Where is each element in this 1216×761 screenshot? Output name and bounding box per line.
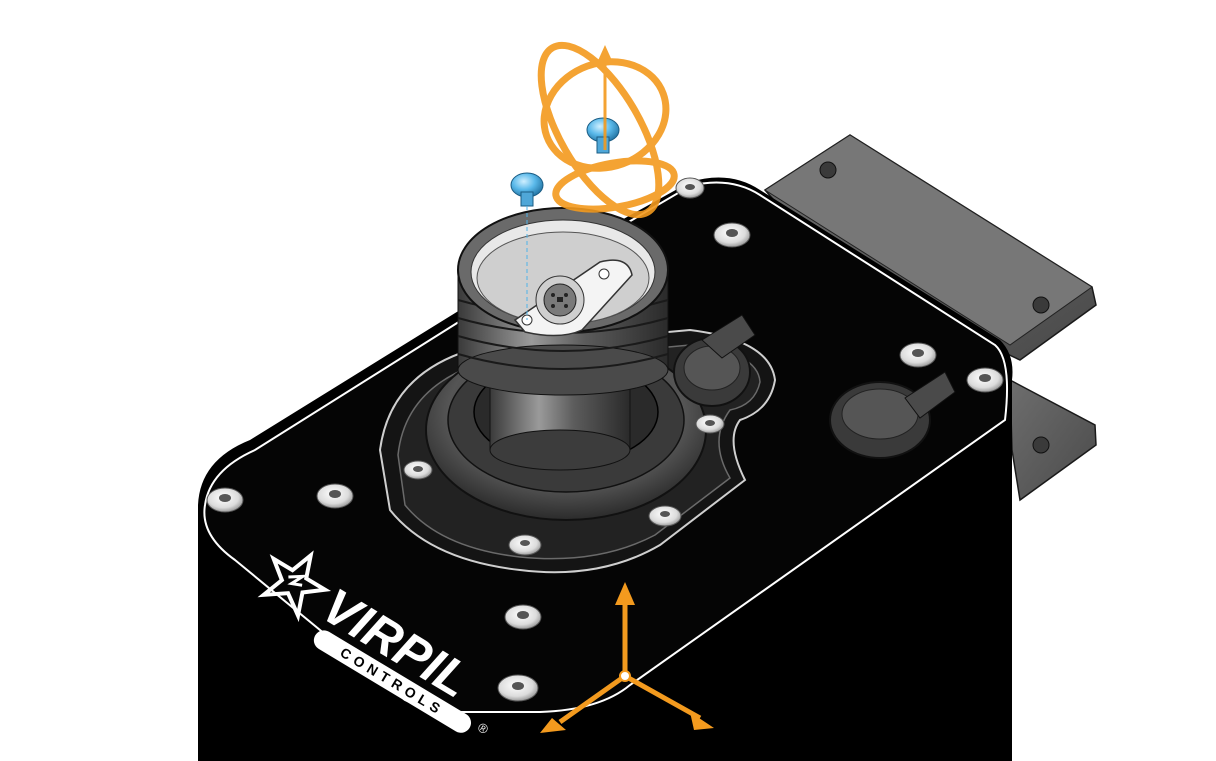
screw [713,222,751,248]
connector-socket [513,259,633,337]
screw [966,367,1004,393]
screw [508,534,542,556]
mounting-plate-upper [763,134,1097,361]
floating-screw-left[interactable] [510,172,544,320]
screw [497,674,539,702]
screw [899,342,937,368]
screw [206,487,244,513]
star-logo-icon [257,550,332,623]
screw [695,414,725,434]
grip-adapter [457,207,669,471]
port-cap-right [829,371,956,459]
screw [504,604,542,630]
mounting-plate-lower [1009,378,1097,502]
screw [316,483,354,509]
screw [403,460,433,480]
screw [675,177,705,199]
move-triad-icon[interactable] [540,582,714,733]
floating-screw-right[interactable] [586,117,620,154]
port-cap-left [673,314,756,407]
rotate-triad-icon[interactable] [518,28,682,233]
screw [648,505,682,527]
plate-screws [206,177,1004,702]
